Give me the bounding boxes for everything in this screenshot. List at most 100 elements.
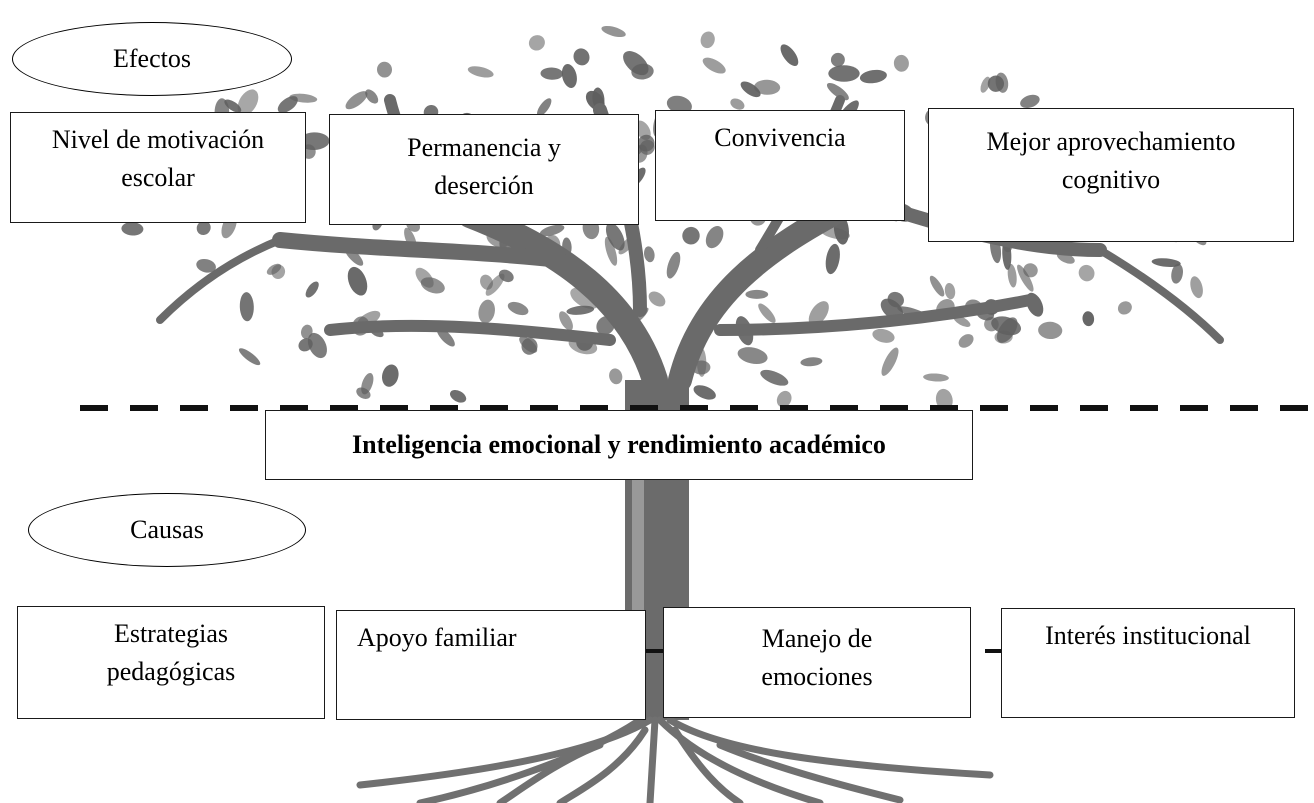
effect-box-line: deserción [434,170,534,200]
leaf [601,25,626,38]
leaf [271,264,286,280]
effect-box-line: Permanencia y [407,133,561,162]
leaf [539,224,565,237]
central-problem-label: Inteligencia emocional y rendimiento aca… [352,430,886,459]
leaf [609,368,623,385]
leaf [776,390,792,408]
leaf [826,82,849,101]
leaf [224,99,242,113]
leaf [519,336,538,353]
leaf [528,35,545,51]
leaf [239,292,254,322]
cause-box-manejo-emociones: Manejo de emociones [663,607,971,718]
leaf [666,251,681,279]
dashed-separator [80,405,1314,411]
leaf [573,48,590,66]
leaf [745,289,769,299]
leaf [305,281,319,298]
cause-connector-line [985,649,1001,653]
leaf [382,364,399,387]
leaf [666,95,692,114]
leaf [356,387,371,399]
leaf [1171,263,1183,284]
effect-box-motivacion: Nivel de motivación escolar [10,112,306,223]
leaf [828,65,860,82]
leaf [605,222,625,251]
effects-label: Efectos [113,44,191,73]
leaf [450,390,467,403]
leaf [485,273,505,296]
leaf [478,299,495,324]
leaf [420,277,445,294]
effect-box-line: Nivel de motivación [51,125,265,154]
central-problem-box: Inteligencia emocional y rendimiento aca… [265,410,973,480]
leaf [648,291,666,307]
leaf [1082,311,1095,327]
leaf [825,243,840,275]
leaf [881,347,899,376]
leaf [637,134,655,152]
effect-box-line: Mejor aprovechamiento [986,127,1236,156]
leaf [365,89,379,104]
leaf [277,96,298,113]
leaf [893,54,909,72]
leaf [623,51,649,76]
leaf [307,332,327,359]
leaf [298,132,330,151]
leaf [737,347,768,365]
leaf [540,67,564,80]
leaf [376,61,393,78]
causes-label: Causas [130,515,204,544]
leaf [1078,264,1095,282]
leaf [289,93,318,103]
leaf [872,328,895,343]
leaf [121,222,144,236]
leaf [643,246,655,263]
leaf [758,303,776,323]
leaf [693,385,716,400]
leaf [702,57,726,74]
leaf [800,357,823,367]
leaf [700,31,715,49]
leaf [760,369,789,386]
leaf [730,98,745,110]
leaf [537,98,552,117]
cause-box-line: Apoyo familiar [357,623,517,652]
leaf [929,275,945,297]
cause-box-estrategias: Estrategias pedagógicas [17,606,325,719]
cause-box-line: pedagógicas [106,656,236,686]
leaf [1007,263,1017,288]
effect-box-line: cognitivo [1061,164,1161,194]
leaf [559,311,573,331]
tree-roots [356,716,994,803]
effect-box-line: escolar [121,162,195,192]
cause-connector-line [645,649,663,653]
leaf [237,89,259,116]
leaf [467,66,494,78]
leaf [991,316,1022,336]
leaf [238,348,261,366]
cause-box-apoyo-familiar: Apoyo familiar [336,610,646,720]
cause-box-line: Interés institucional [1045,621,1251,650]
leaf [1038,321,1063,340]
cause-box-line: emociones [761,661,873,691]
cause-box-line: Manejo de [761,624,873,653]
leaf [944,282,956,300]
leaf [1190,276,1203,299]
leaf [345,91,368,110]
cause-box-line: Estrategias [113,619,229,648]
leaf [196,220,211,236]
leaf [301,324,313,339]
leaf [830,52,845,67]
tree-leaves [116,25,1214,411]
effect-box-convivencia: Convivencia [655,110,905,221]
effects-oval: Efectos [12,22,292,96]
leaf [754,79,781,95]
leaf [1020,94,1040,109]
leaf [705,226,724,249]
leaf [196,258,216,273]
leaf [566,305,595,315]
leaf [887,291,904,308]
cause-box-interes-institucional: Interés institucional [1001,608,1295,718]
leaf [682,226,700,245]
